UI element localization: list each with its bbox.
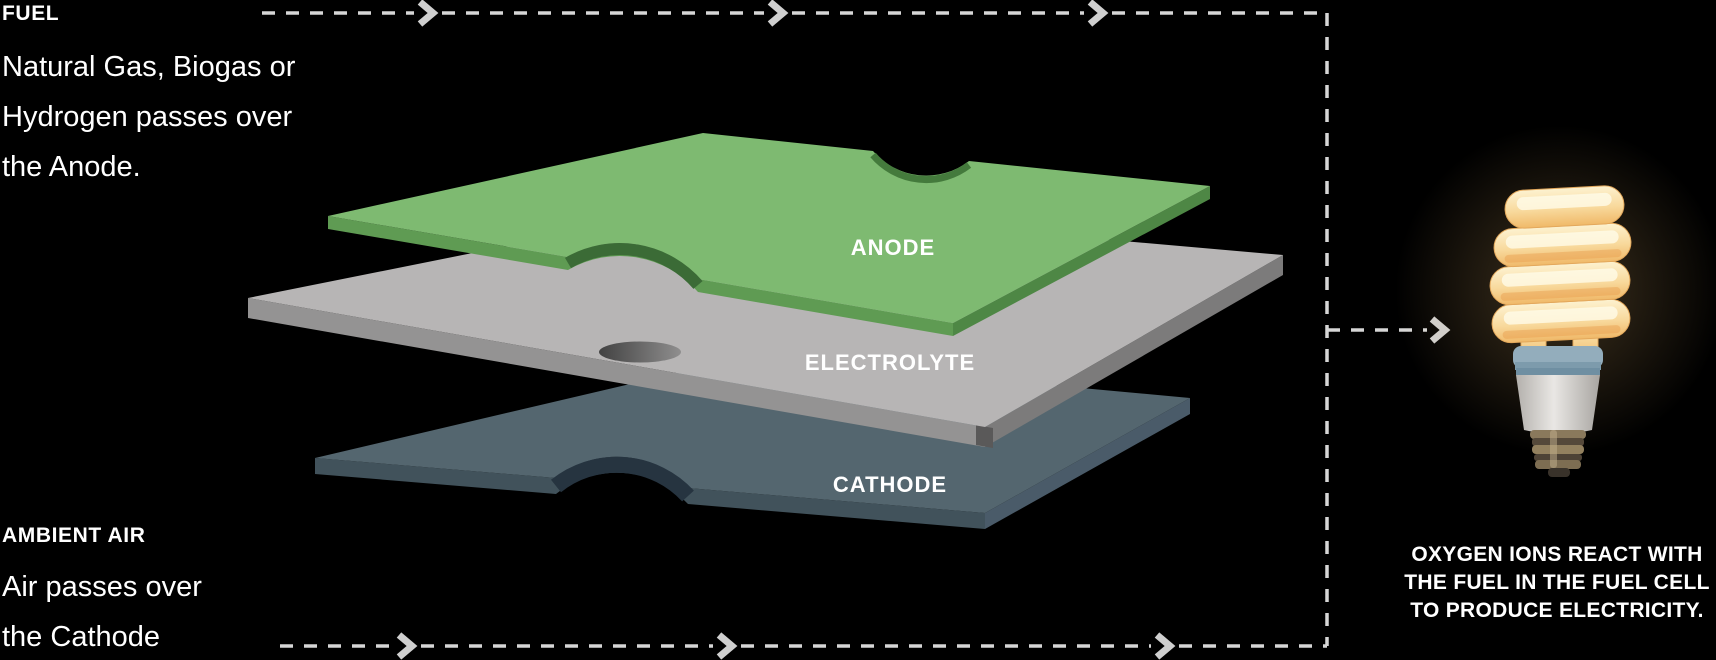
ambient-air-note-title: AMBIENT AIR [2,524,146,547]
anode-side-left [328,216,953,336]
electrolyte-hole [599,341,681,363]
cathode-notch-wall [551,456,694,502]
bulb-collar [1513,346,1603,375]
chevron-right-icon [420,2,433,24]
anode-notch-wall [564,243,703,289]
fuel-note-body: Natural Gas, Biogas or Hydrogen passes o… [2,42,295,192]
ambient-air-note-line: Air passes over [2,571,202,603]
cathode-label: CATHODE [833,472,947,497]
electrolyte-side-left [248,298,985,447]
electricity-note-line: TO PRODUCE ELECTRICITY. [1410,599,1704,622]
electrolyte-side-right [985,255,1283,447]
electrolyte-label: ELECTROLYTE [805,350,975,375]
fuel-note-line: Hydrogen passes over [2,101,293,133]
fuel-note-line: Natural Gas, Biogas or [2,51,296,83]
chevron-right-icon [1090,2,1103,24]
chevron-right-icon [719,635,732,657]
cfl-light-bulb-icon [1395,125,1716,477]
bulb-screw-base [1530,430,1586,477]
chevron-right-icon [1157,635,1170,657]
electricity-note-line: THE FUEL IN THE FUEL CELL [1404,571,1710,594]
electricity-note: OXYGEN IONS REACT WITH THE FUEL IN THE F… [1398,541,1716,625]
bulb-body [1516,375,1600,434]
chevron-right-icon [770,2,783,24]
fuel-note: FUEL Natural Gas, Biogas or Hydrogen pas… [2,2,295,192]
electricity-note-line: OXYGEN IONS REACT WITH [1411,543,1703,566]
anode-layer [328,133,1210,336]
cathode-side-left [315,456,985,529]
bulb-spiral-tube [1489,185,1632,344]
electrolyte-corner-facet [976,425,993,448]
ambient-air-note-line: the Cathode [2,621,161,653]
anode-top-notch-wall [870,152,972,184]
flow-lines [262,11,1427,648]
fuel-note-line: the Anode. [2,151,141,183]
ambient-air-note-body: Air passes over the Cathode [2,562,202,660]
ambient-air-note: AMBIENT AIR Air passes over the Cathode [2,524,202,660]
anode-side-right [953,186,1210,336]
anode-label: ANODE [851,235,935,260]
anode-top-face [328,133,1210,323]
cathode-side-right [985,398,1190,529]
chevron-right-icon [399,635,412,657]
fuel-note-title: FUEL [2,2,60,25]
